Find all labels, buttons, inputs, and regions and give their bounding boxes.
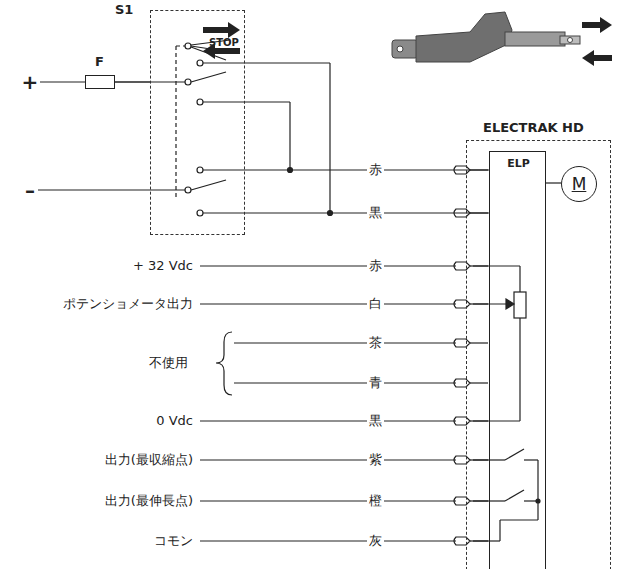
wire-color: 紫 xyxy=(367,452,384,468)
polarity-sign: – xyxy=(23,182,37,198)
elp-label: ELP xyxy=(507,156,530,172)
switch-name: S1 xyxy=(115,2,133,18)
polarity-sign: + xyxy=(20,74,41,90)
wire-color: 赤 xyxy=(367,162,384,178)
fuse-label: F xyxy=(95,54,104,70)
wire-color: 灰 xyxy=(367,533,384,549)
wire xyxy=(546,182,561,183)
switch-box: S1STOP xyxy=(150,10,245,235)
stop-label: STOP xyxy=(209,35,239,51)
wire-color: 白 xyxy=(367,296,384,312)
motor-label: M xyxy=(572,176,587,192)
signal-name: + 32 Vdc xyxy=(131,258,195,274)
elp-box: ELP xyxy=(489,151,546,569)
signal-name: 0 Vdc xyxy=(154,413,195,429)
fuse-symbol: F xyxy=(85,75,115,89)
wire-color: 橙 xyxy=(367,493,384,509)
wire xyxy=(115,81,150,82)
signal-name: コモン xyxy=(152,533,195,549)
actuator-housing: ELECTRAK HDELPM xyxy=(466,140,611,569)
motor-symbol: M xyxy=(561,166,597,202)
wire-color: 茶 xyxy=(367,335,384,351)
signal-name: 出力(最伸長点) xyxy=(103,493,195,509)
signal-name: ポテンショメータ出力 xyxy=(61,296,195,312)
wire-color: 赤 xyxy=(367,258,384,274)
signal-name: 不使用 xyxy=(147,355,190,371)
wire-color: 黒 xyxy=(367,413,384,429)
housing-title: ELECTRAK HD xyxy=(483,120,584,136)
wire-color: 青 xyxy=(367,375,384,391)
signal-name: 出力(最収縮点) xyxy=(103,452,195,468)
wire-color: 黒 xyxy=(367,205,384,221)
